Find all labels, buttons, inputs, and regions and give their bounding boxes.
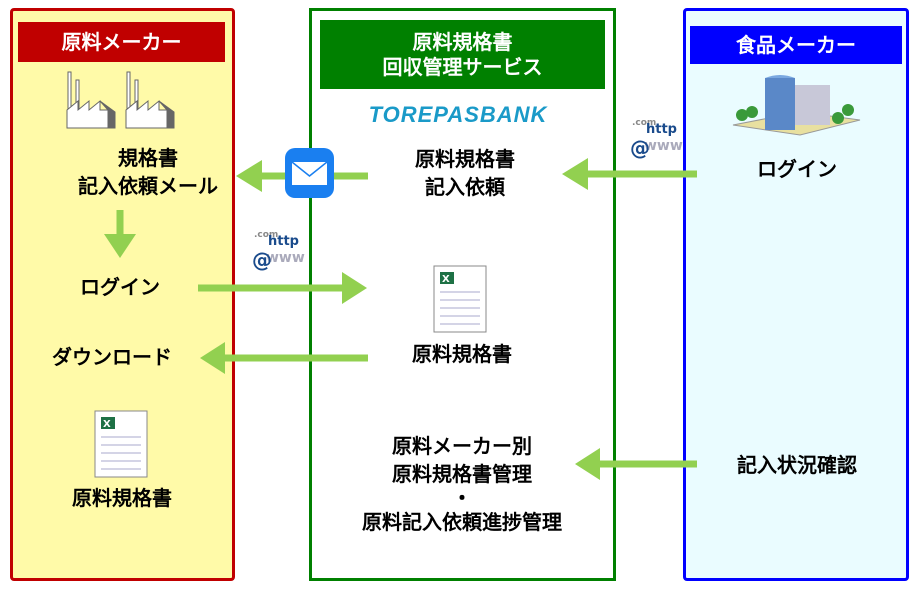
excel-document-icon: X <box>94 410 148 478</box>
arrow-login-to-service <box>198 272 367 304</box>
left-spec-doc: 原料規格書 <box>72 486 172 510</box>
svg-text:X: X <box>103 419 111 430</box>
food-maker-header: 食品メーカー <box>690 26 902 64</box>
torepasbank-logo: TOREPASBANK <box>368 102 548 127</box>
svg-text:X: X <box>442 274 450 285</box>
left-login: ログイン <box>80 275 160 299</box>
service-title-line1: 原料規格書 <box>412 29 513 54</box>
building-icon <box>732 75 861 136</box>
management-text: 原料メーカー別原料規格書管理・原料記入依頼進捗管理 <box>362 434 562 534</box>
http-icon: .com http www @ <box>630 118 683 160</box>
service-header: 原料規格書 回収管理サービス <box>320 20 605 89</box>
download-label: ダウンロード <box>52 345 172 369</box>
mid-spec-doc: 原料規格書 <box>412 342 512 366</box>
request-text: 原料規格書記入依頼 <box>415 147 515 199</box>
raw-material-maker-panel <box>10 8 235 581</box>
service-title-line2: 回収管理サービス <box>382 54 543 79</box>
arrow-to-login <box>104 210 136 258</box>
http-icon: .com http www @ <box>252 230 305 272</box>
right-login: ログイン <box>757 157 837 181</box>
arrow-status-check <box>575 448 697 480</box>
mail-icon <box>285 148 334 198</box>
factory-icon <box>125 71 175 129</box>
arrow-food-request <box>562 158 697 190</box>
excel-document-icon: X <box>433 265 487 333</box>
factory-icon <box>66 71 116 129</box>
mail-request-text: 規格書記入依頼メール <box>78 146 218 198</box>
status-check: 記入状況確認 <box>737 453 857 477</box>
arrow-download <box>200 342 368 374</box>
raw-material-maker-header: 原料メーカー <box>18 22 225 62</box>
